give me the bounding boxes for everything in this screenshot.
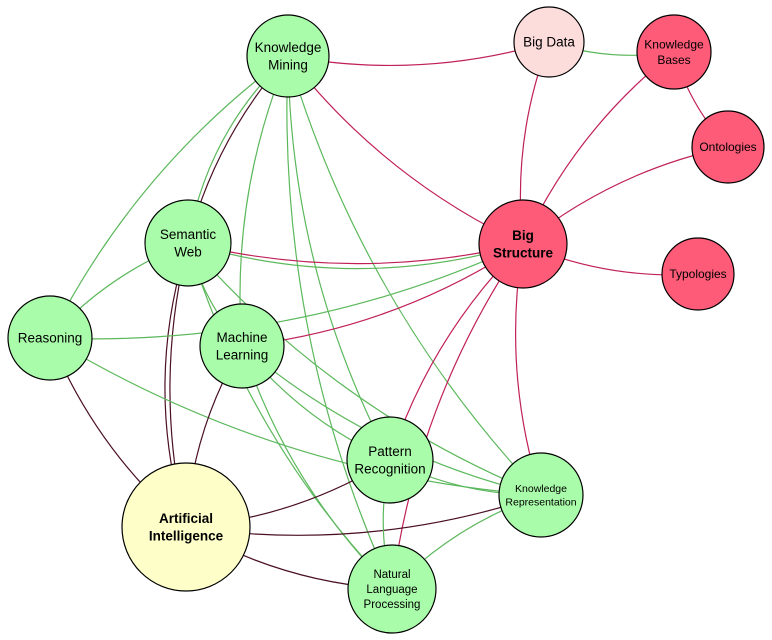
edge-km-bs [287, 55, 524, 245]
edge-sw-bs [187, 242, 524, 270]
node-typ-label: Typologies [669, 267, 726, 281]
edge-sw-bs [187, 242, 524, 265]
node-typ-circle [661, 237, 735, 311]
node-kb-label: Knowledge [644, 37, 704, 51]
edge-rea-bs [49, 243, 524, 340]
node-kb-label: Bases [657, 53, 690, 67]
node-kr-circle [498, 452, 584, 538]
node-sw-circle [144, 199, 232, 287]
edge-bs-nlp [391, 243, 524, 590]
node-km-label: Knowledge [255, 40, 322, 55]
edge-rea-kr [49, 337, 542, 496]
node-ai-label: Artificial [159, 511, 213, 526]
node-bs-label: Big [512, 228, 534, 243]
node-km-label: Mining [268, 58, 308, 73]
node-kr-label: Representation [505, 497, 576, 509]
node-ai-circle [121, 462, 251, 592]
node-km-circle [246, 14, 330, 98]
node-nlp-label: Natural [373, 569, 410, 581]
edge-km-kr [287, 55, 542, 496]
node-nlp-label: Processing [364, 599, 421, 611]
node-bd-label: Big Data [523, 35, 575, 50]
node-nlp-label: Language [366, 584, 417, 596]
node-rea-circle [7, 295, 93, 381]
node-ont-circle [691, 110, 765, 184]
node-pr-label: Recognition [354, 462, 425, 477]
node-sw-label: Semantic [160, 227, 217, 242]
node-kb-circle [636, 14, 712, 90]
node-rea[interactable]: Reasoning [7, 295, 93, 381]
node-ont[interactable]: Ontologies [691, 110, 765, 184]
node-kr-label: Knowledge [515, 483, 567, 495]
edge-sw-kr [187, 242, 542, 496]
node-bs-circle [478, 199, 568, 289]
node-ai-label: Intelligence [149, 529, 224, 544]
node-ml-label: Machine [216, 330, 267, 345]
edge-km-nlp [286, 55, 393, 590]
node-ml-circle [199, 303, 285, 389]
node-bs-label: Structure [493, 246, 554, 261]
edge-km-pr [287, 55, 391, 461]
node-rea-label: Reasoning [18, 331, 83, 346]
edge-km-ml [239, 55, 289, 347]
node-pr-label: Pattern [368, 444, 412, 459]
node-bd[interactable]: Big Data [513, 6, 585, 78]
node-nlp-circle [347, 544, 437, 634]
node-ont-label: Ontologies [699, 140, 756, 154]
node-bd-circle [513, 6, 585, 78]
node-ml-label: Learning [216, 348, 269, 363]
edge-km-rea [49, 55, 289, 339]
node-pr-circle [346, 416, 434, 504]
node-sw-label: Web [174, 245, 202, 260]
node-typ[interactable]: Typologies [661, 237, 735, 311]
